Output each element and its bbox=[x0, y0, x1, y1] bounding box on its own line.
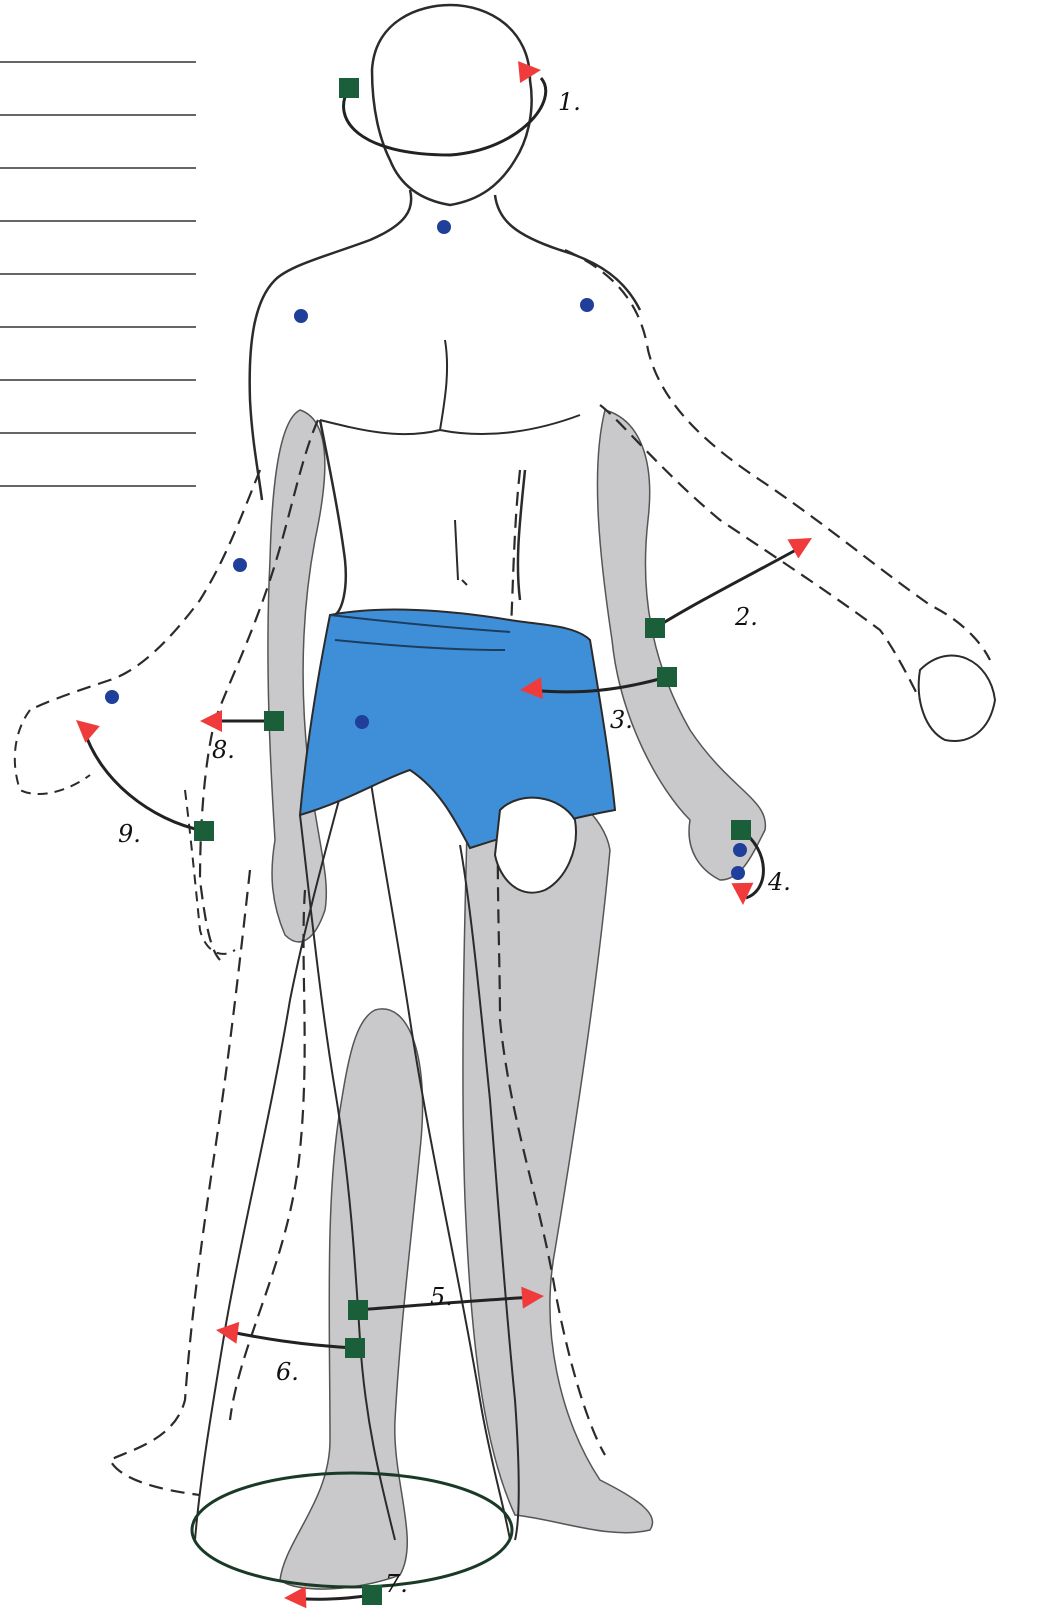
green-square-icon bbox=[657, 667, 677, 687]
green-square-icon bbox=[194, 821, 214, 841]
blue-dot-icon bbox=[233, 558, 247, 572]
red-arrowhead-icon bbox=[76, 720, 100, 743]
movement-label-1: 1. bbox=[558, 88, 581, 116]
answer-lines bbox=[0, 62, 196, 486]
movement-label-3: 3. bbox=[610, 706, 633, 734]
chest-lines bbox=[320, 340, 580, 434]
movement-label-2: 2. bbox=[734, 603, 758, 631]
shaded-left-leg bbox=[280, 1009, 423, 1589]
head-outline bbox=[372, 5, 532, 205]
red-arrowhead-icon bbox=[787, 538, 812, 558]
blue-dot-icon bbox=[580, 298, 594, 312]
blue-dot-icon bbox=[355, 715, 369, 729]
movement-label-5: 5. bbox=[430, 1283, 453, 1311]
blue-dot-icon bbox=[437, 220, 451, 234]
green-square-icon bbox=[731, 820, 751, 840]
movement-label-4: 4. bbox=[767, 868, 791, 896]
shaded-left-arm bbox=[597, 410, 765, 880]
red-arrowhead-icon bbox=[200, 710, 222, 732]
blue-dot-icon bbox=[294, 309, 308, 323]
movement-label-6: 6. bbox=[276, 1358, 299, 1386]
movement-path-2 bbox=[655, 545, 805, 628]
navel bbox=[455, 520, 467, 585]
blue-dot-icon bbox=[733, 843, 747, 857]
green-square-icon bbox=[362, 1585, 382, 1605]
blue-dot-icon bbox=[105, 690, 119, 704]
green-square-icon bbox=[345, 1338, 365, 1358]
movement-label-8: 8. bbox=[212, 736, 235, 764]
movement-path-9 bbox=[84, 730, 204, 831]
green-square-icon bbox=[348, 1300, 368, 1320]
movement-label-7: 7. bbox=[385, 1570, 408, 1598]
green-square-icon bbox=[645, 618, 665, 638]
green-square-icon bbox=[339, 78, 359, 98]
red-arrowhead-icon bbox=[731, 883, 753, 905]
blue-dot-icon bbox=[731, 866, 745, 880]
movement-label-9: 9. bbox=[118, 820, 141, 848]
red-arrowhead-icon bbox=[284, 1586, 306, 1608]
shaded-right-arm bbox=[268, 410, 326, 942]
green-square-icon bbox=[264, 711, 284, 731]
left-hand-original bbox=[919, 656, 995, 741]
red-arrowhead-icon bbox=[216, 1322, 239, 1344]
